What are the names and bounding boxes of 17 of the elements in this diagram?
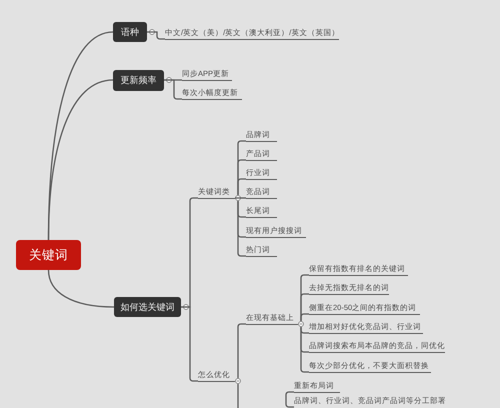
branch-line (235, 197, 246, 199)
branch-line (237, 178, 246, 195)
branch-line (181, 306, 198, 382)
topic-box: 语种 (113, 22, 147, 42)
branch-line (300, 327, 309, 373)
branch-line (237, 384, 239, 408)
branch-line (147, 31, 165, 40)
topic-box: 如何选关键词 (114, 297, 181, 317)
branch-line (237, 323, 246, 378)
central-topic-box: 关键词 (16, 240, 81, 270)
branch-line (285, 391, 294, 408)
branch-line (48, 79, 114, 240)
branch-line (48, 270, 114, 308)
topic-box: 更新频率 (113, 70, 164, 90)
branch-line (237, 201, 246, 257)
branch-line (300, 313, 309, 321)
branch-line (164, 79, 182, 100)
